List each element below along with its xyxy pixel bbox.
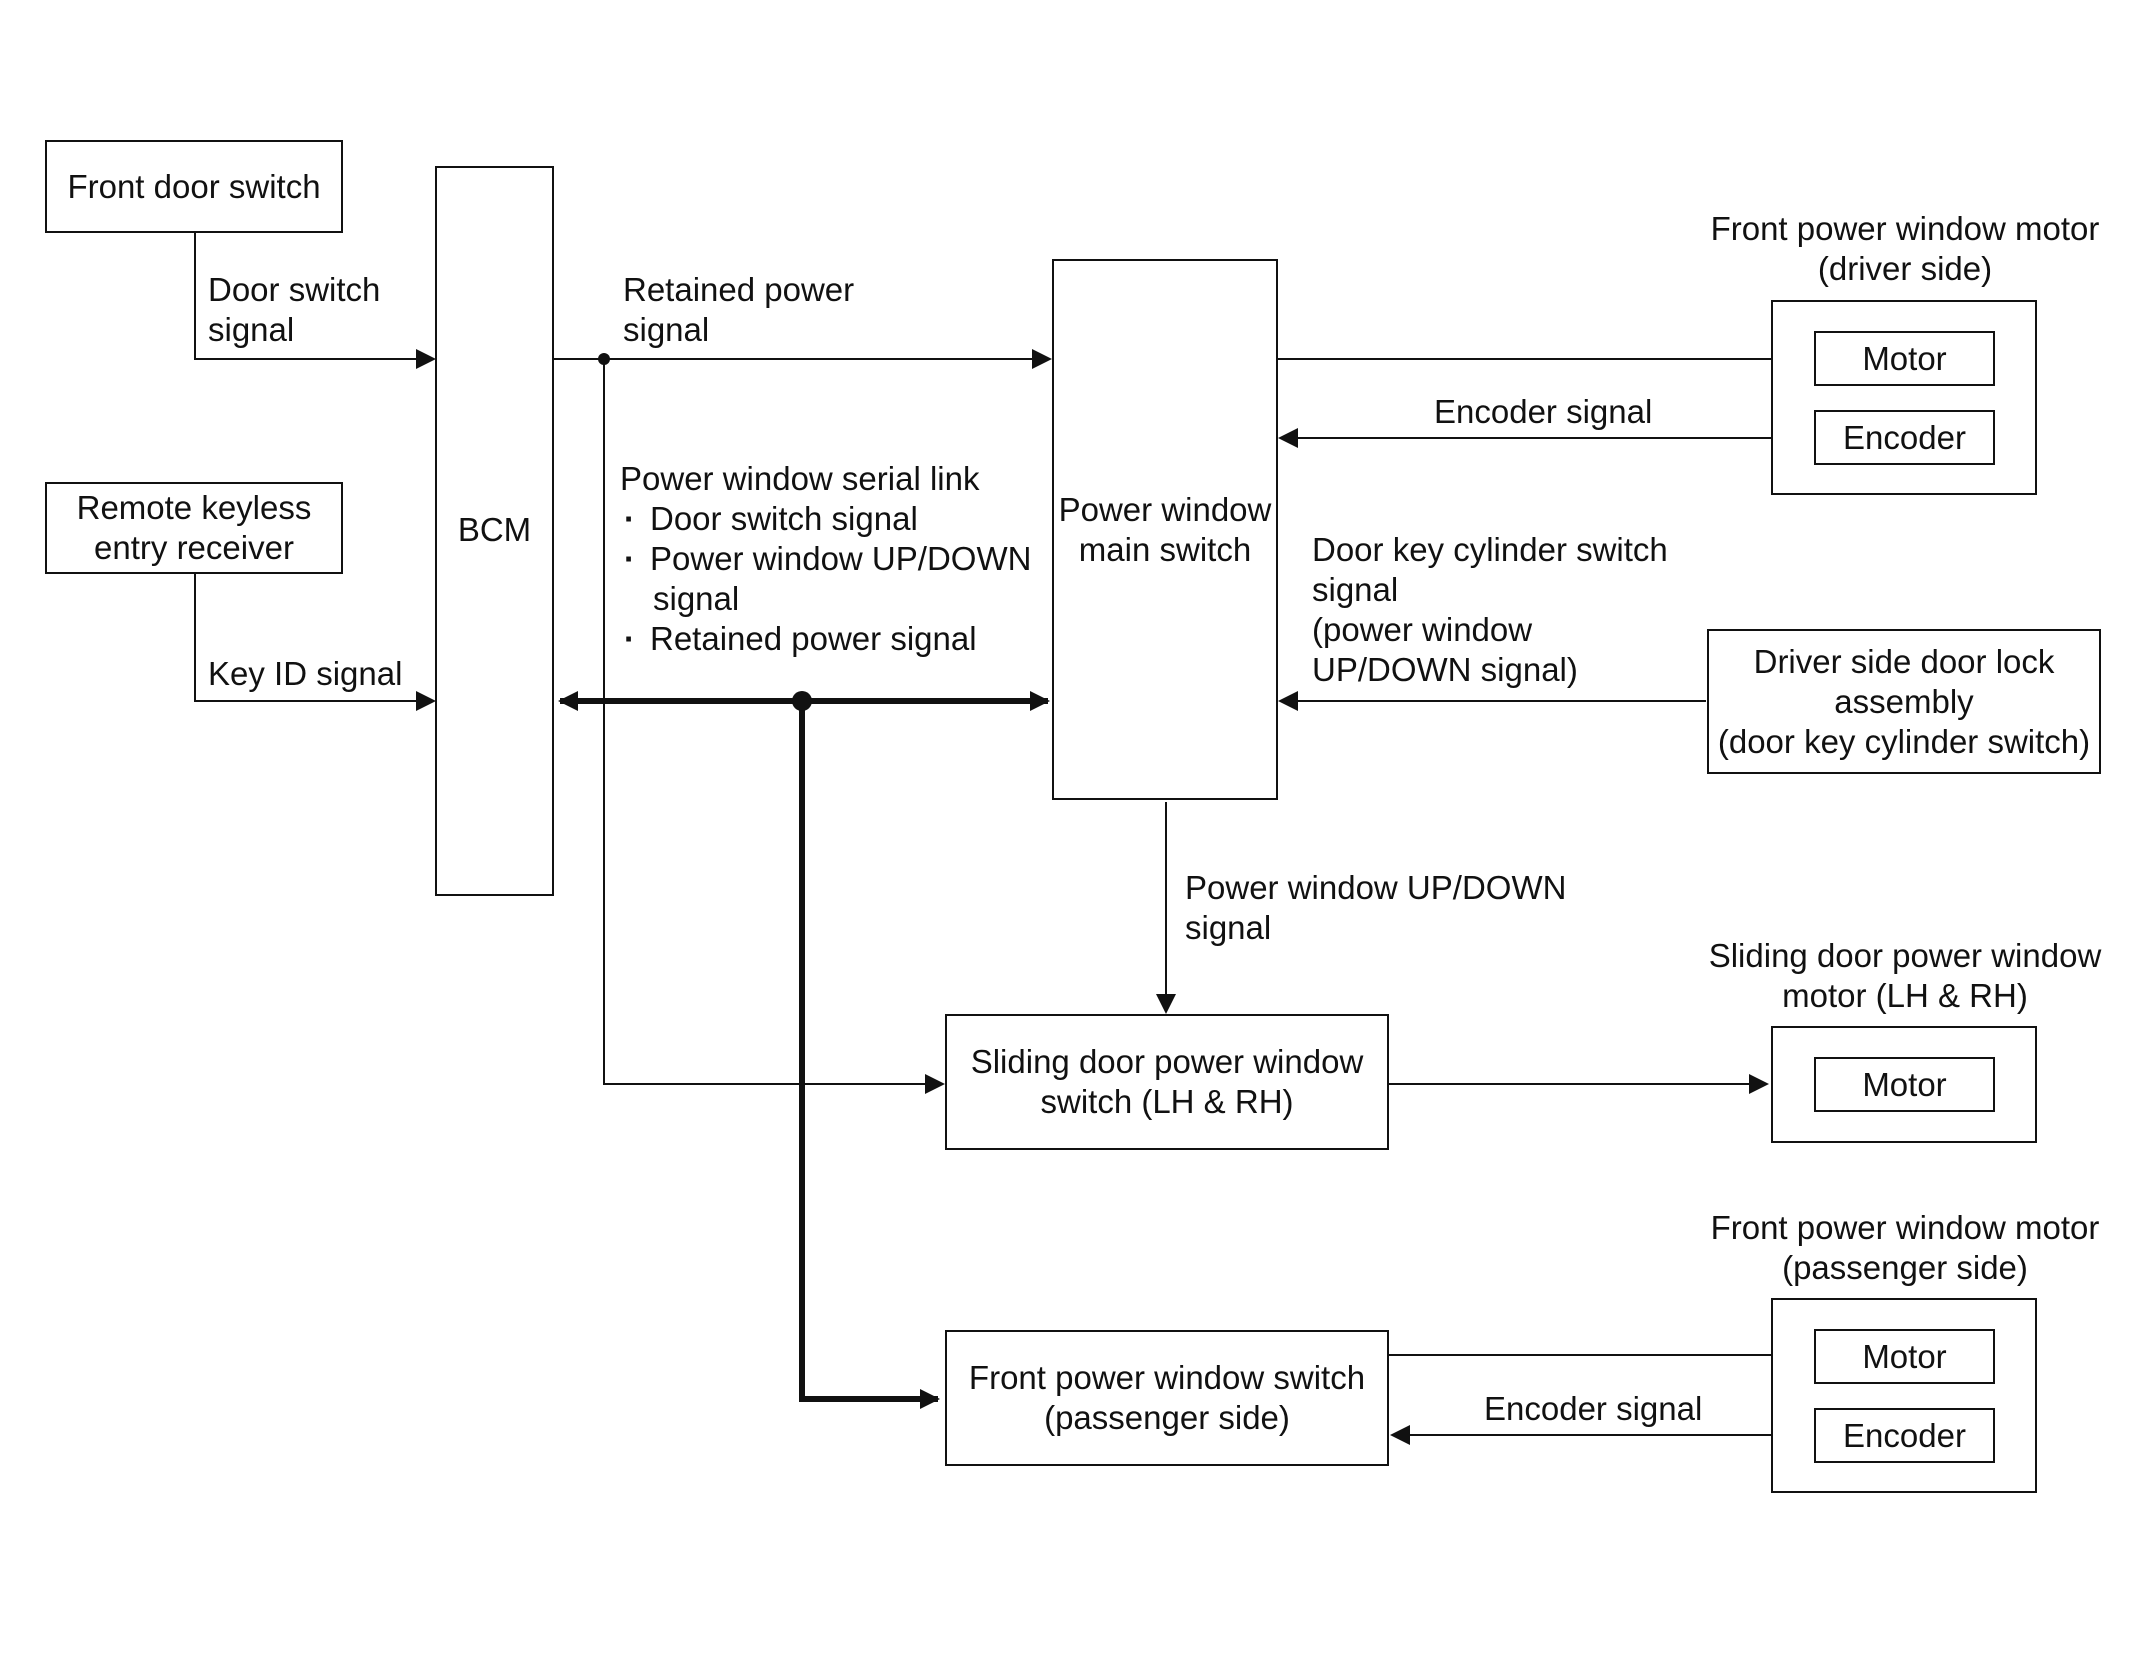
sliding-switch-label-line1: Sliding door power window xyxy=(970,1043,1364,1080)
door-switch-signal-label: Door switch signal xyxy=(208,270,380,350)
pass-motor-box: Motor xyxy=(1814,1329,1995,1384)
main-switch-label-line2: main switch xyxy=(1078,530,1252,568)
key-id-signal-line xyxy=(194,573,436,711)
serial-link-to-pass-line xyxy=(799,701,940,1409)
pass-switch-label-line1: Front power window switch xyxy=(968,1359,1366,1396)
retained-power-signal-label: Retained power signal xyxy=(623,270,854,350)
pass-encoder-signal-label: Encoder signal xyxy=(1484,1389,1702,1429)
key-id-signal-label: Key ID signal xyxy=(208,654,402,694)
front-door-switch-box: Front door switch xyxy=(45,140,343,233)
pw-updown-signal-label: Power window UP/DOWN signal xyxy=(1185,868,1566,948)
door-lock-label-line2: assembly xyxy=(1834,682,1974,720)
door-lock-label-line1: Driver side door lock xyxy=(1753,642,2055,680)
driver-encoder-signal-label: Encoder signal xyxy=(1434,392,1652,432)
retained-power-branch-line xyxy=(603,359,945,1094)
door-lock-label-line3: (door key cylinder switch) xyxy=(1717,722,2091,760)
serial-link-item-retained-power: Retained power signal xyxy=(620,619,1031,659)
remote-keyless-label-line1: Remote keyless xyxy=(76,489,312,526)
sliding-motor-box: Motor xyxy=(1814,1057,1995,1112)
driver-door-lock-assembly-box: Driver side door lock assembly (door key… xyxy=(1707,629,2101,774)
serial-link-item-pw-updown-cont: signal xyxy=(653,580,740,617)
door-switch-signal-line2: signal xyxy=(208,311,295,348)
sliding-switch-label-line2: switch (LH & RH) xyxy=(1040,1083,1294,1120)
bcm-box: BCM xyxy=(435,166,554,896)
sliding-door-pw-switch-box: Sliding door power window switch (LH & R… xyxy=(945,1014,1389,1150)
power-window-main-switch-box: Power window main switch xyxy=(1052,259,1278,800)
door-key-cylinder-signal-label: Door key cylinder switch signal (power w… xyxy=(1312,530,1668,690)
front-pw-switch-passenger-box: Front power window switch (passenger sid… xyxy=(945,1330,1389,1466)
pass-motor-label: Motor xyxy=(1862,1337,1947,1375)
door-switch-signal-line1: Door switch xyxy=(208,271,381,308)
retained-power-line1: Retained power xyxy=(623,271,855,308)
driver-encoder-box: Encoder xyxy=(1814,410,1995,465)
front-motor-pass-title-line2: (passenger side) xyxy=(1782,1249,2028,1286)
retained-power-junction xyxy=(598,353,610,365)
front-door-switch-label: Front door switch xyxy=(67,167,321,205)
front-motor-driver-title-line1: Front power window motor xyxy=(1710,210,2100,247)
door-key-cyl-line4: UP/DOWN signal) xyxy=(1312,651,1578,688)
serial-link-item-pw-updown: Power window UP/DOWN xyxy=(620,539,1031,579)
pw-updown-line2: signal xyxy=(1185,909,1272,946)
pw-updown-line1: Power window UP/DOWN xyxy=(1185,869,1567,906)
driver-motor-box: Motor xyxy=(1814,331,1995,386)
door-switch-signal-line xyxy=(194,232,436,369)
remote-keyless-entry-receiver-box: Remote keyless entry receiver xyxy=(45,482,343,574)
driver-encoder-signal-text: Encoder signal xyxy=(1434,393,1653,430)
retained-power-line2: signal xyxy=(623,311,710,348)
front-motor-driver-outer-box xyxy=(1771,300,2037,495)
key-id-signal-text: Key ID signal xyxy=(208,655,403,692)
pass-encoder-signal-text: Encoder signal xyxy=(1484,1390,1703,1427)
door-key-cyl-line1: Door key cylinder switch xyxy=(1312,531,1668,568)
sliding-motor-label: Motor xyxy=(1862,1065,1947,1103)
serial-link-junction xyxy=(792,691,812,711)
remote-keyless-label-line2: entry receiver xyxy=(94,529,294,566)
serial-link-item-door-switch: Door switch signal xyxy=(620,499,1031,539)
driver-motor-label: Motor xyxy=(1862,339,1947,377)
front-motor-pass-outer-box xyxy=(1771,1298,2037,1493)
door-key-cyl-line2: signal xyxy=(1312,571,1399,608)
pass-encoder-label: Encoder xyxy=(1843,1416,1966,1454)
front-motor-pass-title-line1: Front power window motor xyxy=(1710,1209,2100,1246)
driver-encoder-label: Encoder xyxy=(1843,418,1966,456)
front-motor-driver-title-line2: (driver side) xyxy=(1817,250,1993,287)
serial-link-title: Power window serial link xyxy=(620,460,980,497)
serial-link-label: Power window serial link Door switch sig… xyxy=(620,459,1031,659)
sliding-motor-title-line2: motor (LH & RH) xyxy=(1782,977,2028,1014)
front-motor-driver-title: Front power window motor (driver side) xyxy=(1690,209,2120,289)
sliding-motor-title: Sliding door power window motor (LH & RH… xyxy=(1690,936,2120,1016)
pass-switch-label-line2: (passenger side) xyxy=(1044,1399,1290,1436)
pass-encoder-box: Encoder xyxy=(1814,1408,1995,1463)
main-switch-label-line1: Power window xyxy=(1058,490,1272,528)
door-key-cyl-line3: (power window xyxy=(1312,611,1533,648)
front-motor-pass-title: Front power window motor (passenger side… xyxy=(1690,1208,2120,1288)
sliding-motor-title-line1: Sliding door power window xyxy=(1708,937,2102,974)
bcm-label: BCM xyxy=(457,511,532,548)
